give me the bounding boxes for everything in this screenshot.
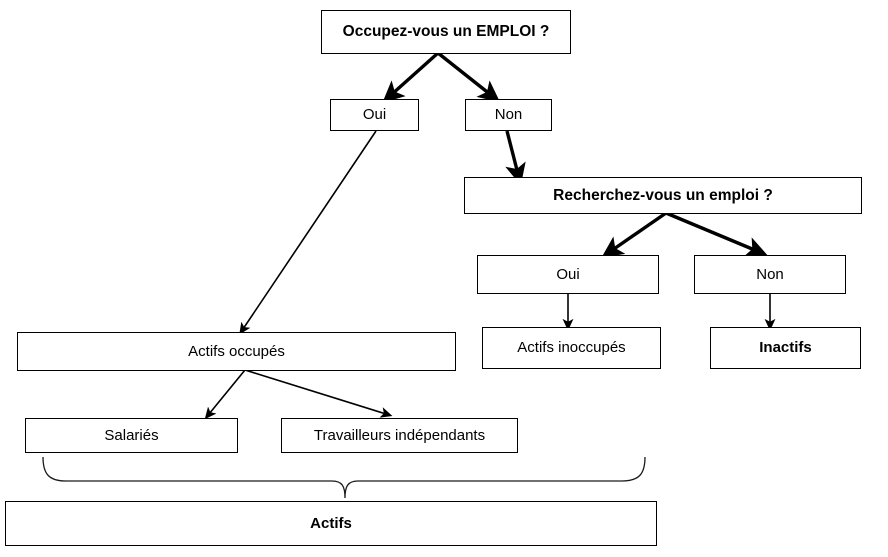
node-non-recherche[interactable]: Non xyxy=(694,255,846,294)
node-label: Oui xyxy=(362,106,387,124)
node-actifs-occupes[interactable]: Actifs occupés xyxy=(17,332,456,371)
node-non-emploi[interactable]: Non xyxy=(465,99,552,131)
node-salaries[interactable]: Salariés xyxy=(25,418,238,453)
node-label: Actifs inoccupés xyxy=(517,339,626,357)
edge-non1-to-recherche xyxy=(505,130,526,186)
brace-to-actifs xyxy=(42,456,646,499)
node-label: Actifs xyxy=(310,514,352,532)
node-label: Occupez-vous un EMPLOI ? xyxy=(342,23,550,41)
node-oui-recherche[interactable]: Oui xyxy=(477,255,659,294)
edge-emploi-to-oui xyxy=(382,51,440,103)
node-question-emploi[interactable]: Occupez-vous un EMPLOI ? xyxy=(321,10,571,54)
edge-recherche-to-non xyxy=(665,211,768,257)
node-travailleurs-independants[interactable]: Travailleurs indépendants xyxy=(281,418,518,453)
node-actifs[interactable]: Actifs xyxy=(5,501,657,546)
node-inactifs[interactable]: Inactifs xyxy=(710,327,861,369)
node-label: Actifs occupés xyxy=(188,342,285,360)
node-question-recherche[interactable]: Recherchez-vous un emploi ? xyxy=(464,177,862,214)
edge-oui1-to-actifs-occupes xyxy=(239,130,377,335)
node-label: Non xyxy=(756,265,784,283)
edge-actifs-occupes-to-travailleurs xyxy=(244,369,393,418)
node-oui-emploi[interactable]: Oui xyxy=(330,99,419,131)
edge-emploi-to-non xyxy=(436,51,501,103)
node-label: Recherchez-vous un emploi ? xyxy=(553,186,773,204)
node-label: Non xyxy=(494,106,523,124)
node-label: Salariés xyxy=(104,426,159,444)
node-actifs-inoccupes[interactable]: Actifs inoccupés xyxy=(482,327,661,369)
node-label: Travailleurs indépendants xyxy=(313,426,486,444)
edge-recherche-to-oui xyxy=(601,211,667,258)
edge-actifs-occupes-to-salaries xyxy=(204,369,246,420)
node-label: Oui xyxy=(556,265,580,283)
node-label: Inactifs xyxy=(759,339,812,357)
